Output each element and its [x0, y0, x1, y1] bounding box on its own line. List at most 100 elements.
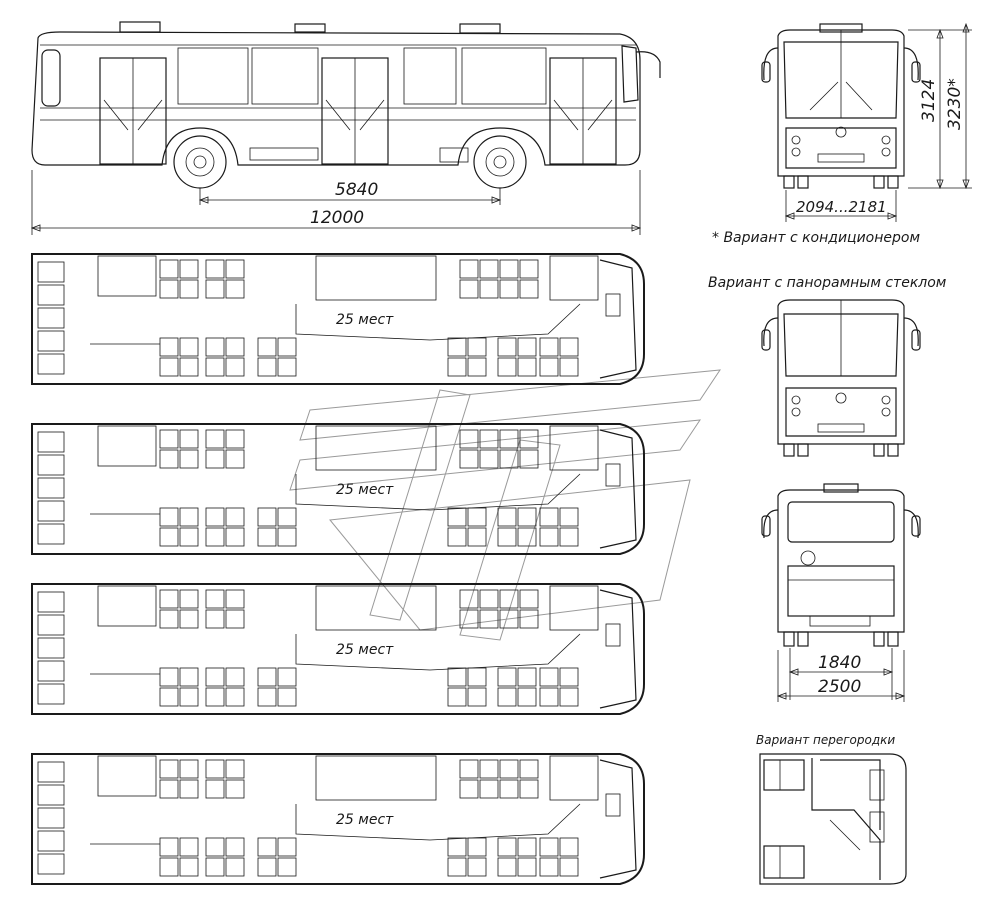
seat: [179, 449, 199, 469]
rear-door: [97, 255, 157, 297]
seat: [447, 527, 467, 547]
seat: [159, 259, 179, 279]
seat: [479, 259, 499, 279]
seat-count-label: 25 мест: [336, 482, 394, 498]
seat: [517, 527, 537, 547]
seat: [225, 759, 245, 779]
rear-width-label: 2500: [818, 677, 861, 697]
rear-door: [97, 755, 157, 797]
plan-cab: [599, 259, 637, 379]
height-ac-label: 3230*: [945, 78, 965, 130]
seat: [517, 687, 537, 707]
seat: [519, 449, 539, 469]
seat: [447, 667, 467, 687]
seat: [467, 667, 487, 687]
seat: [257, 527, 277, 547]
seat: [539, 837, 559, 857]
seat: [277, 857, 297, 877]
rear-seat: [37, 500, 65, 522]
front-door: [549, 755, 599, 801]
plan-cab: [599, 429, 637, 549]
seat: [447, 507, 467, 527]
middle-door: [315, 255, 437, 301]
floor-plan-4: 25 мест: [31, 753, 645, 885]
seat: [225, 337, 245, 357]
seat: [225, 527, 245, 547]
seat: [179, 527, 199, 547]
floor-plan-2: 25 мест: [31, 423, 645, 555]
seat: [447, 337, 467, 357]
seat: [225, 589, 245, 609]
seat: [479, 759, 499, 779]
rear-seat: [37, 454, 65, 476]
seat: [479, 609, 499, 629]
seat: [559, 357, 579, 377]
seat: [459, 609, 479, 629]
seat: [159, 527, 179, 547]
seat: [225, 449, 245, 469]
front-door: [549, 425, 599, 471]
seat: [257, 337, 277, 357]
seat: [479, 589, 499, 609]
rear-door: [97, 585, 157, 627]
seat: [467, 857, 487, 877]
rear-seat: [37, 477, 65, 499]
seat: [179, 337, 199, 357]
front-door: [549, 585, 599, 631]
seat: [467, 527, 487, 547]
seat: [559, 687, 579, 707]
seat: [205, 279, 225, 299]
seat: [257, 857, 277, 877]
length-label: 12000: [310, 208, 364, 228]
seat: [179, 357, 199, 377]
seat: [257, 667, 277, 687]
seat-count-label: 25 мест: [336, 812, 394, 828]
seat: [205, 759, 225, 779]
seat: [539, 687, 559, 707]
aisle-outline: [90, 473, 581, 515]
seat: [225, 687, 245, 707]
rear-seat: [37, 614, 65, 636]
seat-count-label: 25 мест: [336, 312, 394, 328]
rear-seat: [37, 807, 65, 829]
floor-plan-1: 25 мест: [31, 253, 645, 385]
seat: [519, 429, 539, 449]
seat: [277, 527, 297, 547]
seat: [205, 259, 225, 279]
seat: [179, 687, 199, 707]
rear-seat: [37, 830, 65, 852]
aisle-outline: [90, 303, 581, 345]
seat: [277, 687, 297, 707]
seat: [179, 507, 199, 527]
seat: [517, 357, 537, 377]
seat: [225, 507, 245, 527]
seat: [159, 279, 179, 299]
seat: [225, 857, 245, 877]
middle-door: [315, 585, 437, 631]
seat: [179, 589, 199, 609]
seat: [467, 357, 487, 377]
seat: [539, 667, 559, 687]
seat: [225, 667, 245, 687]
seat: [179, 779, 199, 799]
rear-seat: [37, 284, 65, 306]
aisle-outline: [90, 633, 581, 675]
seat: [497, 527, 517, 547]
seat: [539, 527, 559, 547]
seat: [497, 507, 517, 527]
seat: [519, 609, 539, 629]
seat: [179, 857, 199, 877]
seat: [497, 687, 517, 707]
seat: [205, 449, 225, 469]
track-label: 2094...2181: [796, 198, 887, 216]
seat: [159, 667, 179, 687]
seat: [205, 337, 225, 357]
seat: [205, 589, 225, 609]
rear-seat: [37, 523, 65, 545]
side-dimensions: 5840 12000: [30, 170, 642, 235]
seat: [179, 759, 199, 779]
middle-door: [315, 425, 437, 471]
seat: [459, 279, 479, 299]
seat: [277, 357, 297, 377]
